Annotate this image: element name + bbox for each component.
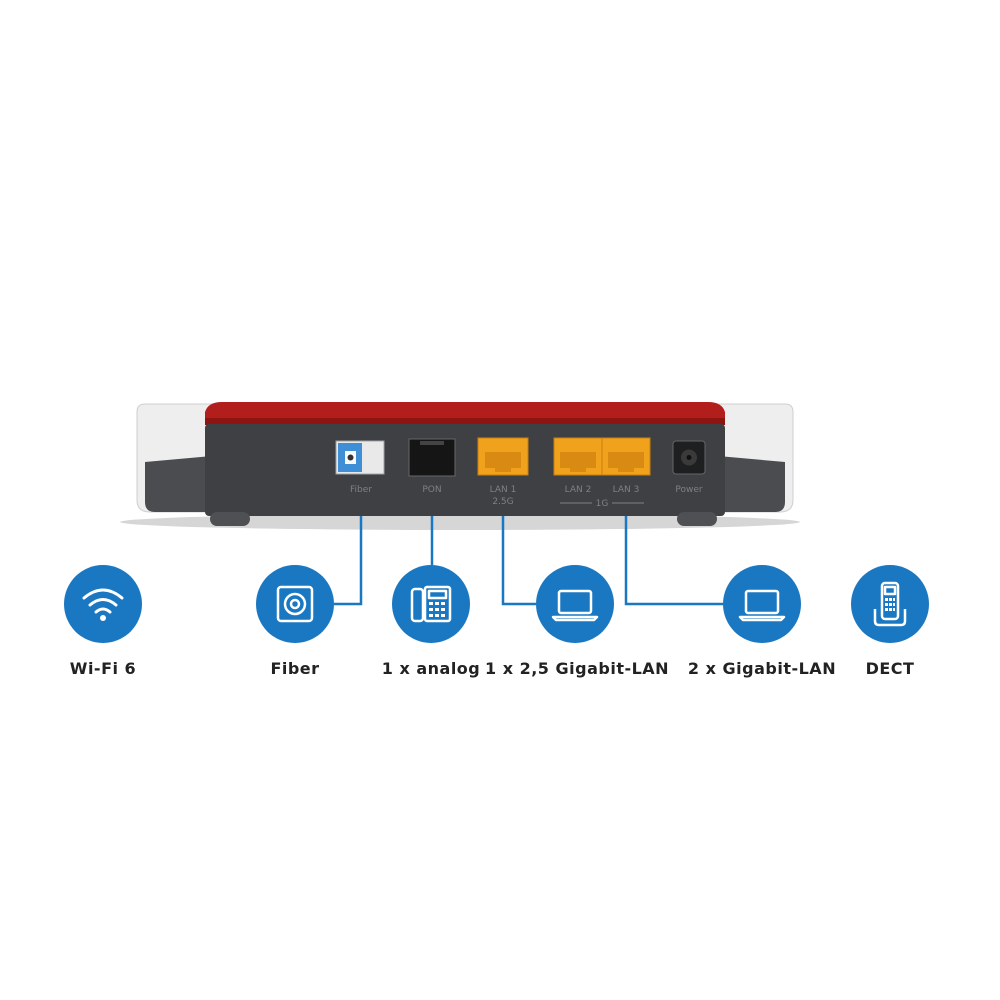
phone-icon [392, 565, 470, 643]
port-label-lan2: LAN 2 [565, 485, 592, 495]
feature-label-wifi: Wi-Fi 6 [69, 659, 137, 678]
feature-analog: 1 x analog [341, 565, 521, 678]
port-label-power: Power [675, 485, 703, 495]
feature-lan-1g: 2 x Gigabit-LAN [672, 565, 852, 678]
feature-label-fiber: Fiber [270, 659, 320, 678]
wifi-icon [64, 565, 142, 643]
lan2-port [553, 437, 603, 476]
lan-group-label: 1G [596, 499, 609, 509]
laptop-icon [723, 565, 801, 643]
feature-wifi: Wi-Fi 6 [13, 565, 193, 678]
connector-lan1 [501, 516, 536, 606]
left-end-cap [136, 403, 213, 513]
port-label-pon: PON [422, 485, 441, 495]
port-label-lan1: LAN 1 [490, 485, 517, 495]
feature-label-lan-1g: 2 x Gigabit-LAN [687, 659, 837, 678]
router-foot-left [210, 512, 250, 526]
connector-fiber [334, 516, 363, 606]
feature-label-lan-2-5g: 1 x 2,5 Gigabit-LAN [485, 659, 670, 678]
router-foot-right [677, 512, 717, 526]
fiber-icon [256, 565, 334, 643]
feature-dect: DECT [800, 565, 980, 678]
port-label-fiber: Fiber [350, 485, 372, 495]
router-shadow [120, 514, 800, 530]
feature-label-analog: 1 x analog [381, 659, 481, 678]
red-band-shade [205, 418, 725, 425]
port-label-lan3: LAN 3 [613, 485, 640, 495]
power-port [672, 440, 706, 475]
right-end-cap [717, 403, 794, 513]
feature-label-dect: DECT [865, 659, 915, 678]
dect-phone-icon [851, 565, 929, 643]
fiber-port [335, 440, 385, 475]
lan1-port [477, 437, 529, 476]
pon-port [408, 438, 456, 477]
laptop-icon [536, 565, 614, 643]
feature-fiber: Fiber [205, 565, 385, 678]
feature-lan-2-5g: 1 x 2,5 Gigabit-LAN [485, 565, 670, 678]
lan3-port [601, 437, 651, 476]
port-sublabel-lan1: 2.5G [492, 497, 513, 507]
connector-lan23 [624, 516, 726, 606]
